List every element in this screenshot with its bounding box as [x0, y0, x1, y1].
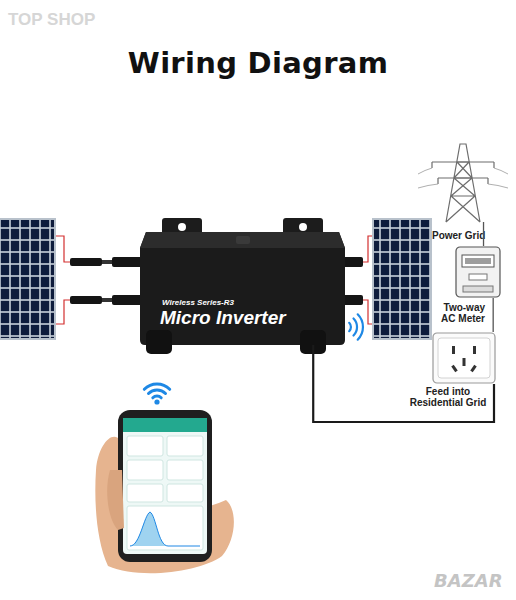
panel-frame: [372, 218, 432, 340]
wall-outlet-shape: [432, 332, 496, 384]
thumb: [107, 470, 124, 530]
power-grid: Power Grid: [418, 140, 508, 222]
inverter-body: [140, 232, 345, 345]
dc-wire: [56, 236, 70, 262]
dc-wire: [56, 300, 70, 324]
inverter-bevel: [140, 232, 345, 248]
node-label: Feed into Residential Grid: [402, 386, 494, 408]
socket-slot: [473, 346, 476, 354]
cable-gland: [300, 330, 326, 354]
socket-slot: [451, 365, 457, 372]
solar-panel: [0, 218, 56, 340]
mounting-hole: [299, 223, 307, 231]
wifi-symbol: [144, 384, 169, 398]
cable-gland: [146, 330, 172, 354]
dc-wire: [363, 236, 372, 262]
mc4-connector: [112, 295, 142, 305]
power-grid-shape: [418, 140, 508, 222]
ac-meter-shape: [455, 246, 501, 298]
phone-screen: [123, 418, 207, 554]
meter-terminal: [463, 286, 493, 292]
micro-inverter: Wireless Series-R3Micro Inverter: [140, 218, 345, 345]
meter-case: [456, 247, 500, 297]
panel-frame: [0, 218, 56, 340]
mc4-connector: [102, 298, 112, 302]
ac-cable: [313, 345, 494, 422]
diagram-title: Wiring Diagram: [0, 46, 516, 80]
node-label: Power Grid: [432, 230, 485, 241]
wifi-wave: [354, 319, 358, 336]
panel-cells: [0, 220, 54, 338]
grid-wire: [483, 222, 484, 246]
meter-digits: [465, 258, 491, 264]
watermark: TOP SHOP: [8, 10, 95, 30]
power-curve: [130, 512, 200, 546]
solar-panel: [372, 218, 432, 340]
meter-display: [462, 255, 494, 267]
status-led: [236, 236, 250, 244]
wifi-dot: [154, 399, 159, 404]
watermark: BAZAR: [434, 570, 503, 591]
app-chart: [127, 506, 203, 550]
app-card: [167, 436, 203, 456]
dc-wire: [363, 300, 372, 324]
app-card: [167, 460, 203, 480]
mc4-connector: [70, 258, 102, 266]
app-card: [127, 436, 163, 456]
socket-slot: [463, 358, 466, 366]
mc4-connector: [102, 260, 112, 264]
mc4-connector: [70, 296, 102, 304]
phone-body: [118, 410, 212, 562]
wall-outlet: Feed into Residential Grid: [432, 332, 496, 384]
node-heading: Micro Inverter: [160, 307, 286, 329]
wifi-wave: [144, 384, 169, 389]
app-card: [127, 484, 163, 502]
socket-slot: [452, 346, 455, 354]
app-header: [123, 418, 207, 432]
wifi-symbol: [349, 314, 363, 339]
wifi-wave: [358, 314, 363, 339]
outlet-plate: [433, 333, 495, 383]
meter-plate: [469, 274, 487, 280]
socket-slot: [470, 365, 476, 372]
mounting-hole: [178, 223, 186, 231]
wifi-wave: [149, 390, 166, 394]
outlet-face: [438, 338, 490, 378]
node-label: Two-way AC Meter: [433, 302, 485, 324]
wifi-wave: [349, 323, 351, 331]
wifi-wave: [153, 396, 161, 398]
ac-meter: Two-way AC Meter: [455, 246, 501, 298]
grid-wire: [493, 298, 494, 332]
app-card: [167, 484, 203, 502]
panel-cells: [374, 220, 430, 338]
mc4-connector: [112, 257, 142, 267]
node-label: Wireless Series-R3: [162, 298, 234, 307]
mc4-connector: [343, 257, 363, 267]
mc4-connector: [343, 295, 363, 305]
pylon: [418, 144, 508, 222]
app-card: [127, 460, 163, 480]
